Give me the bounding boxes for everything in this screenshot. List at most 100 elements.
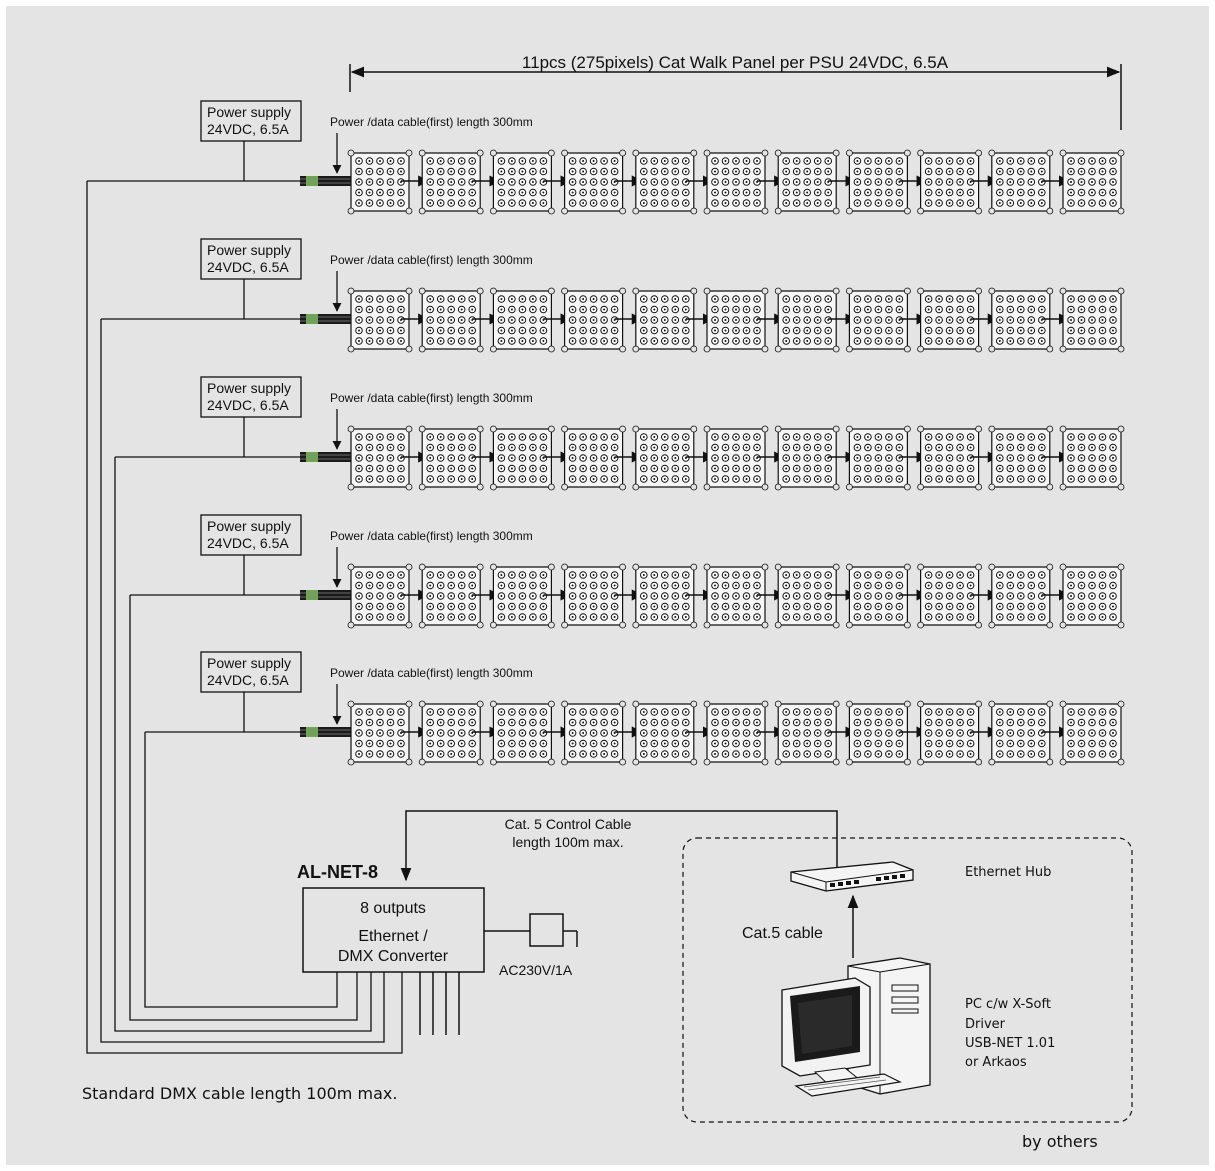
led-panel <box>561 563 626 629</box>
cable-caption: Power /data cable(first) length 300mm <box>330 529 533 543</box>
converter-line-3: DMX Converter <box>338 948 449 965</box>
led-panel <box>489 149 555 215</box>
led-panel <box>632 425 698 491</box>
led-panel <box>846 700 911 766</box>
led-panel <box>561 425 626 491</box>
power-supply-box <box>200 651 302 693</box>
pc-label-2: Driver <box>965 1017 1006 1032</box>
led-panel <box>774 563 840 629</box>
control-cable-label-2: length 100m max. <box>512 834 623 850</box>
led-panel <box>418 700 484 766</box>
led-panel <box>561 287 626 353</box>
lead-connector-band <box>306 314 318 324</box>
power-supply-box <box>200 514 302 556</box>
power-supply-label-2: 24VDC, 6.5A <box>207 397 289 413</box>
lead-connector-band <box>306 590 318 600</box>
pc-icon <box>781 957 931 1097</box>
converter-power-label: AC230V/1A <box>499 962 573 978</box>
lead-connector <box>300 452 352 462</box>
led-panel <box>347 149 413 215</box>
power-supply-label-2: 24VDC, 6.5A <box>207 121 289 137</box>
power-supply-label-1: Power supply <box>207 518 291 534</box>
led-panel <box>489 563 555 629</box>
led-panel <box>703 425 769 491</box>
led-panel <box>703 563 769 629</box>
led-panel <box>1059 700 1125 766</box>
ethernet-hub-label: Ethernet Hub <box>965 865 1051 880</box>
power-supply-label-2: 24VDC, 6.5A <box>207 672 289 688</box>
lead-connector <box>300 590 352 600</box>
led-panel <box>1059 149 1125 215</box>
led-panel <box>1059 287 1125 353</box>
led-panel <box>846 563 911 629</box>
converter-box <box>302 887 485 973</box>
dimension-label: 11pcs (275pixels) Cat Walk Panel per PSU… <box>522 53 949 72</box>
led-panel <box>703 700 769 766</box>
lead-connector-band <box>306 452 318 462</box>
lead-connector <box>300 314 352 324</box>
led-panel <box>347 563 413 629</box>
dmx-output-cable <box>114 457 372 1032</box>
cable-caption: Power /data cable(first) length 300mm <box>330 115 533 129</box>
by-others-label: by others <box>1022 1132 1098 1151</box>
lead-connector <box>300 727 352 737</box>
led-panel <box>418 425 484 491</box>
dmx-output-cable <box>144 732 338 1008</box>
led-panel <box>561 700 626 766</box>
lead-connector-band <box>306 727 318 737</box>
power-plug-icon <box>529 913 564 947</box>
control-cable-line <box>400 810 838 882</box>
led-panel <box>418 287 484 353</box>
power-supply-box <box>200 376 302 418</box>
power-supply-label-1: Power supply <box>207 655 291 671</box>
led-panel <box>418 563 484 629</box>
led-panel <box>774 425 840 491</box>
led-panel <box>632 563 698 629</box>
led-panel <box>703 149 769 215</box>
converter-line-2: Ethernet / <box>358 928 428 945</box>
led-panel <box>988 425 1054 491</box>
led-panel <box>489 287 555 353</box>
ethernet-hub-icon <box>790 861 914 892</box>
led-panel <box>988 149 1054 215</box>
led-panel <box>418 149 484 215</box>
led-panel <box>917 287 982 353</box>
led-panel <box>489 425 555 491</box>
led-panel <box>632 149 698 215</box>
led-panel <box>1059 563 1125 629</box>
led-panel <box>347 700 413 766</box>
power-supply-label-1: Power supply <box>207 380 291 396</box>
pc-label-1: PC c/w X-Soft <box>965 997 1051 1012</box>
dmx-output-cable <box>129 595 358 1021</box>
power-supply-box <box>200 100 302 142</box>
pc-label-3: USB-NET 1.01 <box>965 1036 1055 1051</box>
led-panel <box>917 149 982 215</box>
led-panel <box>988 287 1054 353</box>
led-panel <box>1059 425 1125 491</box>
power-supply-box <box>200 238 302 280</box>
converter-line-1: 8 outputs <box>360 900 426 917</box>
lead-connector-band <box>306 176 318 186</box>
dmx-cable-label: Standard DMX cable length 100m max. <box>82 1084 397 1103</box>
dmx-output-cable <box>100 319 385 1043</box>
by-others-boundary <box>682 837 1133 1123</box>
pc-cable-label: Cat.5 cable <box>742 925 823 942</box>
led-panel <box>846 425 911 491</box>
led-panel <box>917 700 982 766</box>
lead-connector <box>300 176 352 186</box>
converter-unit: AL-NET-8 8 outputs Ethernet / DMX Conver… <box>297 862 578 1035</box>
led-panel <box>703 287 769 353</box>
cable-caption: Power /data cable(first) length 300mm <box>330 666 533 680</box>
control-cable-label-1: Cat. 5 Control Cable <box>505 816 632 832</box>
led-panel <box>774 149 840 215</box>
power-supply-label-1: Power supply <box>207 242 291 258</box>
led-panel <box>561 149 626 215</box>
cable-caption: Power /data cable(first) length 300mm <box>330 391 533 405</box>
led-panel <box>846 149 911 215</box>
led-panel <box>347 287 413 353</box>
